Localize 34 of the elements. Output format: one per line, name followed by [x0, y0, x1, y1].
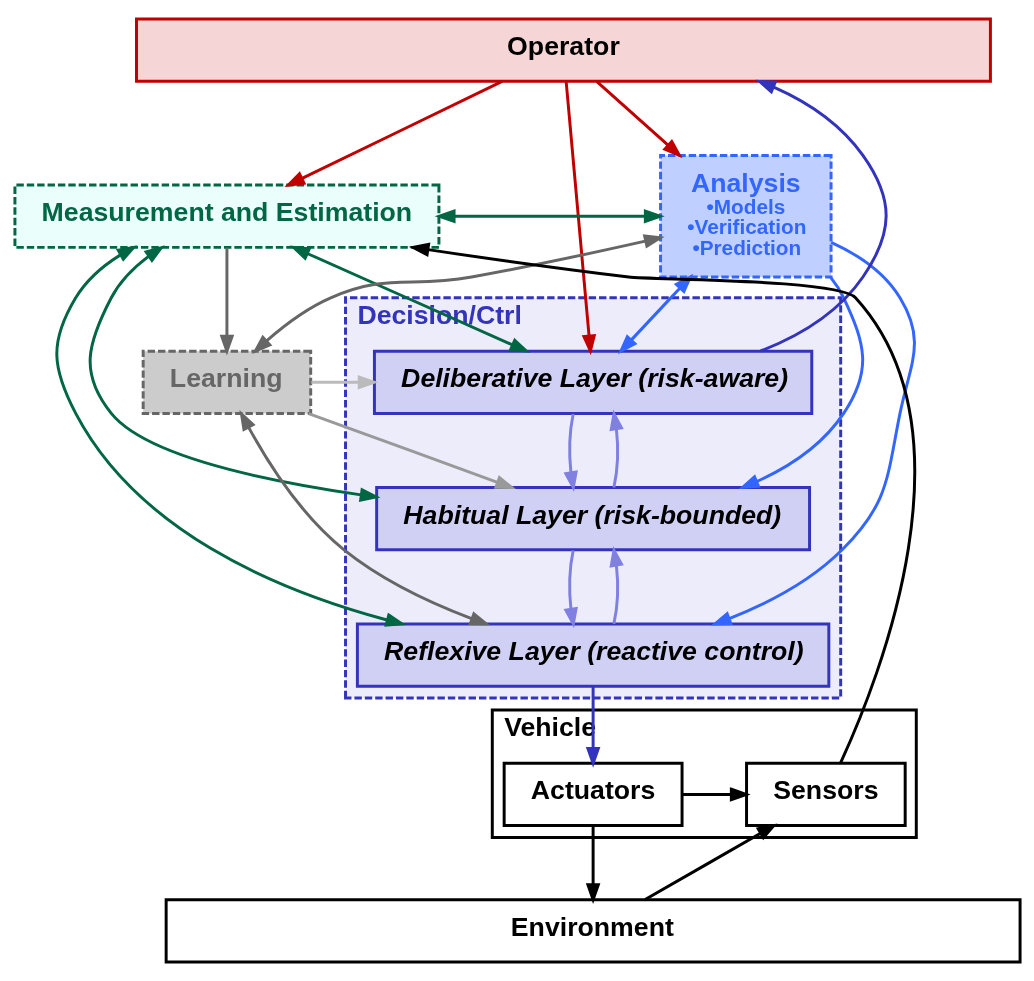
- arrow: [754, 79, 887, 353]
- node-box: Reflexive Layer (reactive control): [355, 622, 830, 688]
- arrow: [219, 247, 234, 356]
- node-box: Analysis •Models •Verification •Prediction: [658, 153, 833, 279]
- arrow: [283, 80, 503, 187]
- node-box: Operator: [134, 17, 992, 83]
- node-box: Deliberative Layer (risk-aware): [372, 349, 813, 415]
- arrow: [643, 823, 778, 901]
- arrow: [251, 234, 665, 355]
- arrow: [88, 245, 380, 502]
- arrow: [595, 80, 683, 159]
- arrow: [307, 412, 516, 490]
- arrow: [585, 826, 600, 905]
- arrow: [617, 273, 693, 355]
- node-box: Sensors: [744, 761, 907, 828]
- node-box: Measurement and Estimation: [12, 183, 440, 249]
- node-box: Learning: [141, 349, 312, 415]
- arrow: [738, 276, 864, 490]
- arrow: [710, 241, 916, 626]
- node-box: Environment: [164, 898, 1022, 964]
- arrow: [408, 242, 916, 764]
- arrow: [563, 550, 578, 629]
- arrow: [608, 545, 624, 625]
- arrow: [564, 81, 596, 356]
- arrow: [608, 409, 624, 488]
- arrow: [585, 686, 600, 768]
- arrow: [55, 245, 406, 627]
- arrow: [681, 787, 751, 802]
- arrow: [238, 410, 490, 626]
- arrow: [563, 413, 578, 492]
- arrow: [310, 375, 379, 390]
- arrow: [434, 208, 665, 224]
- node-box: Actuators: [502, 761, 684, 828]
- node-box: Habitual Layer (risk-bounded): [374, 486, 811, 552]
